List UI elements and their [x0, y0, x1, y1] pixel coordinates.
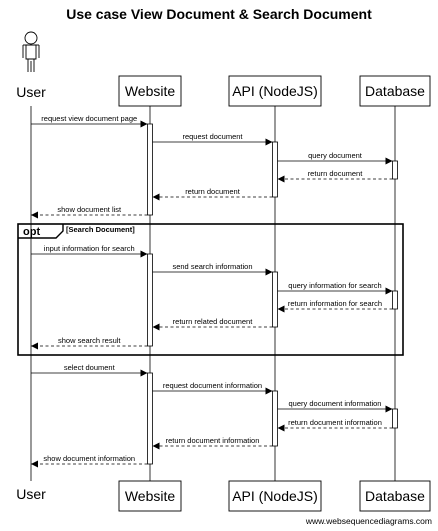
activation-db-3 — [392, 408, 398, 429]
activation-db-1 — [392, 160, 398, 180]
actor-box-api-top — [228, 75, 322, 107]
actor-label-api-top: API (NodeJS) — [232, 83, 318, 99]
actor-figure-user-top — [22, 31, 40, 72]
opt-fragment-tab — [18, 224, 64, 239]
message-label-2: request document — [182, 132, 243, 141]
message-label-6: show document list — [57, 205, 122, 214]
message-label-13: select doument — [64, 363, 116, 372]
credit-text: www.websequencediagrams.com — [305, 516, 432, 526]
message-label-5: return document — [185, 187, 241, 196]
message-label-14: request document information — [163, 381, 262, 390]
activation-website-2 — [147, 253, 153, 347]
message-label-3: query document — [308, 151, 363, 160]
actor-label-user-top: User — [16, 84, 46, 100]
message-label-17: return document information — [166, 436, 260, 445]
activation-api-1 — [272, 141, 278, 198]
message-label-7: input information for search — [44, 244, 135, 253]
actor-label-website-top: Website — [125, 83, 176, 99]
opt-fragment-frame — [17, 223, 404, 356]
actor-box-db-top — [359, 75, 431, 107]
message-label-8: send search information — [172, 262, 252, 271]
actor-label-website-bottom: Website — [125, 488, 176, 504]
activation-website-1 — [147, 123, 153, 216]
activation-website-3 — [147, 372, 153, 465]
message-label-9: query information for search — [288, 281, 381, 290]
message-label-4: return document — [308, 169, 364, 178]
actor-label-db-bottom: Database — [365, 488, 425, 504]
actor-box-api-bottom — [228, 480, 322, 512]
activation-api-3 — [272, 390, 278, 447]
actor-box-website-bottom — [118, 480, 182, 512]
actor-box-website-top — [118, 75, 182, 107]
actor-label-api-bottom: API (NodeJS) — [232, 488, 318, 504]
actor-box-db-bottom — [359, 480, 431, 512]
activation-api-2 — [272, 271, 278, 328]
message-label-16: return document information — [288, 418, 382, 427]
opt-fragment-operator: opt — [23, 226, 40, 238]
message-label-10: return information for search — [288, 299, 382, 308]
message-label-18: show document information — [43, 454, 135, 463]
message-label-15: query document information — [289, 399, 382, 408]
actor-label-db-top: Database — [365, 83, 425, 99]
actor-label-user-bottom: User — [16, 486, 46, 502]
opt-fragment-condition: [Search Document] — [66, 225, 135, 234]
message-label-11: return related document — [173, 317, 254, 326]
diagram-title: Use case View Document & Search Document — [66, 6, 372, 22]
message-label-12: show search result — [58, 336, 121, 345]
activation-db-2 — [392, 290, 398, 310]
message-label-1: request view document page — [41, 114, 137, 123]
